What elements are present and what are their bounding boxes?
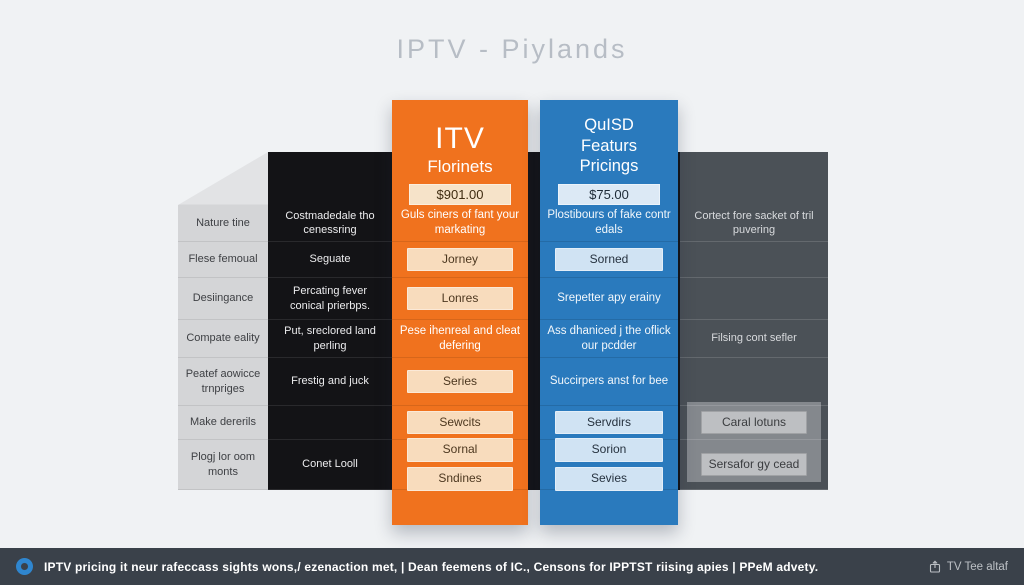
- plan1-cell: Guls ciners of fant your markating: [392, 205, 528, 242]
- plan2-cell: Sorned: [540, 242, 678, 278]
- option-badge: Servdirs: [554, 410, 664, 435]
- feature-cell: Costmadedale tho cenessring: [268, 205, 392, 242]
- notes-cell: Sersafor gy cead: [680, 440, 828, 490]
- notes-column: Cortect fore sacket of tril puvering Fil…: [680, 152, 828, 490]
- share-icon: [929, 560, 940, 573]
- option-badge: Sorned: [554, 247, 664, 272]
- plan2-price-badge: $75.00: [558, 184, 660, 205]
- option-badge: Lonres: [406, 286, 514, 311]
- option-badge: Sevies: [554, 467, 664, 491]
- plan1-price-badge: $901.00: [409, 184, 511, 205]
- option-badge: Jorney: [406, 247, 514, 272]
- plan1-cell: Sornal Sndines: [392, 438, 528, 491]
- plan-column-quisd-featurs: QuISD Featurs Pricings $75.00 Plostibour…: [540, 100, 678, 525]
- plan2-cell: Succirpers anst for bee: [540, 358, 678, 406]
- row-label-1: Nature tine: [178, 205, 268, 242]
- feature-cell: Put, sreclored land perling: [268, 320, 392, 358]
- plan1-cell: Jorney: [392, 242, 528, 278]
- notes-cell-empty: [680, 278, 828, 320]
- notes-cell-empty: [680, 358, 828, 406]
- option-badge: Series: [406, 369, 514, 394]
- plan2-cell: Sorion Sevies: [540, 438, 678, 491]
- plan2-header: QuISD Featurs Pricings $75.00: [540, 100, 678, 212]
- feature-cell-empty: [268, 406, 392, 440]
- row-label-5: Peatef aowicce trnpriges: [178, 358, 268, 406]
- row-header-column: Nature tine Flese femoual Desiingance Co…: [178, 152, 268, 490]
- plan2-cell: Plostibours of fake contr edals: [540, 205, 678, 242]
- plan2-cell: Ass dhaniced j the oflick our pcdder: [540, 320, 678, 358]
- plan1-cell: Pese ihenreal and cleat defering: [392, 320, 528, 358]
- notes-cell: Filsing cont sefler: [680, 320, 828, 358]
- features-column: Costmadedale tho cenessring Seguate Perc…: [268, 152, 392, 490]
- plan2-cell: Servdirs: [540, 406, 678, 440]
- plan1-cell: Series: [392, 358, 528, 406]
- feature-cell: Conet Looll: [268, 440, 392, 490]
- plan1-cell: Sewcits: [392, 406, 528, 440]
- row-label-7: Plogj lor oom monts: [178, 440, 268, 490]
- feature-cell: Frestig and juck: [268, 358, 392, 406]
- feature-cell: Seguate: [268, 242, 392, 278]
- feature-cell: Percating fever conical prierbps.: [268, 278, 392, 320]
- page-title: IPTV - Piylands: [396, 34, 628, 64]
- row-label-3: Desiingance: [178, 278, 268, 320]
- footer-brand: TV Tee altaf: [928, 560, 1008, 574]
- row-label-6: Make dererils: [178, 406, 268, 440]
- plan1-cell: Lonres: [392, 278, 528, 320]
- plan2-cell: Srepetter apy erainy: [540, 278, 678, 320]
- option-badge: Sorion: [554, 438, 664, 462]
- notes-cell: Cortect fore sacket of tril puvering: [680, 205, 828, 242]
- option-badge: Caral lotuns: [700, 410, 808, 435]
- footer-brand-label: TV Tee altaf: [946, 560, 1008, 573]
- footer-caption: IPTV pricing it neur rafeccass sights wo…: [44, 559, 819, 574]
- row-label-2: Flese femoual: [178, 242, 268, 278]
- option-badge: Sewcits: [406, 410, 514, 435]
- footer-logo-icon: [16, 558, 33, 575]
- plan1-name: ITV: [435, 122, 485, 155]
- notes-cell: Caral lotuns: [680, 406, 828, 440]
- option-badge: Sndines: [406, 467, 514, 491]
- option-badge: Sersafor gy cead: [700, 452, 808, 477]
- plan1-header: ITV Florinets $901.00: [392, 100, 528, 212]
- plan-column-itv-florinets: ITV Florinets $901.00 Guls ciners of fan…: [392, 100, 528, 525]
- plan1-subname: Florinets: [427, 157, 493, 176]
- plan2-name: QuISD Featurs Pricings: [579, 116, 639, 176]
- footer-bar: IPTV pricing it neur rafeccass sights wo…: [0, 548, 1024, 585]
- option-badge: Sornal: [406, 438, 514, 462]
- row-label-4: Compate eality: [178, 320, 268, 358]
- notes-cell-empty: [680, 242, 828, 278]
